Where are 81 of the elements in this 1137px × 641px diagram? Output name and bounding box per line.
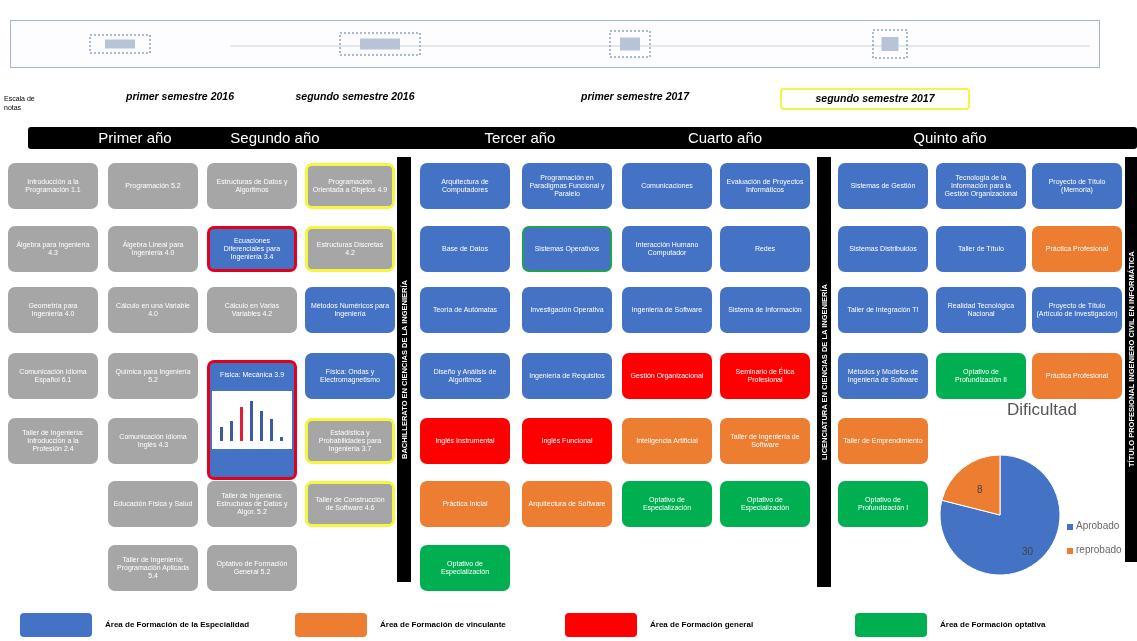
course-box: [838, 353, 928, 399]
course-box: [207, 545, 297, 591]
course-box: [305, 163, 395, 209]
legend-label: reprobado: [1076, 544, 1122, 555]
course-box: [522, 353, 612, 399]
course-box: [522, 418, 612, 464]
course-box: [720, 353, 810, 399]
course-box: [108, 545, 198, 591]
course-box: [108, 418, 198, 464]
course-box: [108, 163, 198, 209]
course-box: [1032, 353, 1122, 399]
chart-title: Dificultad: [1007, 400, 1077, 420]
year-label: Cuarto año: [686, 129, 764, 146]
course-box: [720, 287, 810, 333]
course-box: [936, 287, 1026, 333]
year-label: Primer año: [97, 129, 173, 146]
semester-label: segundo semestre 2017: [780, 88, 970, 110]
legend-label: Área de Formación general: [650, 620, 754, 629]
course-box: [305, 481, 395, 527]
course-box: [522, 287, 612, 333]
course-box: [622, 418, 712, 464]
course-box: [838, 481, 928, 527]
course-box: [936, 226, 1026, 272]
year-label: Quinto año: [912, 129, 988, 146]
course-box: [207, 163, 297, 209]
course-box: [720, 226, 810, 272]
course-box: [720, 163, 810, 209]
course-box: [420, 481, 510, 527]
course-box: [8, 163, 98, 209]
course-box: [420, 353, 510, 399]
course-box: [838, 163, 928, 209]
course-box: [207, 481, 297, 527]
course-box: [838, 418, 928, 464]
course-box: [8, 353, 98, 399]
semester-label: segundo semestre 2016: [294, 89, 416, 104]
course-box: [207, 287, 297, 333]
legend-label: Aprobado: [1076, 520, 1120, 531]
course-box: [305, 353, 395, 399]
course-box: [522, 481, 612, 527]
semester-label: primer semestre 2016: [125, 89, 235, 104]
course-box: [305, 418, 395, 464]
course-box: [8, 287, 98, 333]
course-box: [1032, 287, 1122, 333]
course-box: [420, 545, 510, 591]
course-box: [108, 353, 198, 399]
course-box: [838, 287, 928, 333]
course-box: [522, 226, 612, 272]
course-box: [720, 418, 810, 464]
course-box: [936, 163, 1026, 209]
course-box: [420, 163, 510, 209]
legend-label: Área de Formación de vinculante: [380, 620, 506, 629]
course-box: [305, 287, 395, 333]
course-box: [622, 353, 712, 399]
course-box: [720, 481, 810, 527]
course-box: [108, 481, 198, 527]
course-box: [936, 353, 1026, 399]
course-box: [1032, 163, 1122, 209]
course-box: [108, 226, 198, 272]
semester-label: primer semestre 2017: [580, 89, 691, 104]
course-box: [420, 418, 510, 464]
legend-label: Área de Formación optativa: [940, 620, 1046, 629]
course-box: [622, 481, 712, 527]
course-box: [108, 287, 198, 333]
course-box: [420, 226, 510, 272]
course-box: [1032, 226, 1122, 272]
course-box: [622, 226, 712, 272]
course-box: [622, 287, 712, 333]
year-label: Tercer año: [483, 129, 557, 146]
year-label: Segundo año: [229, 129, 321, 146]
course-box: [207, 360, 297, 480]
data-label: 8: [976, 483, 983, 495]
course-box: [838, 226, 928, 272]
legend-label: Área de Formación de la Especialidad: [105, 620, 250, 629]
course-box: [622, 163, 712, 209]
course-box: [305, 226, 395, 272]
course-box: [8, 226, 98, 272]
course-box: [420, 287, 510, 333]
course-box: [8, 418, 98, 464]
data-label: 30: [1022, 545, 1034, 557]
course-box: [207, 226, 297, 272]
course-box: [522, 163, 612, 209]
